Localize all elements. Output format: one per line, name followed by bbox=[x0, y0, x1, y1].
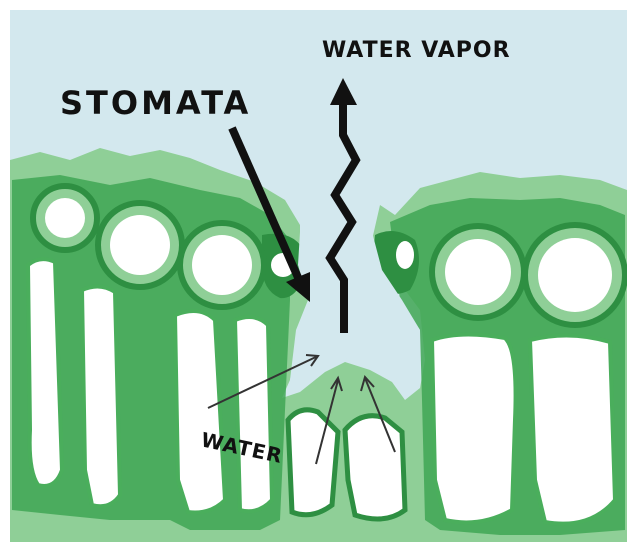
epidermis-cell bbox=[445, 239, 511, 305]
substomatal-cell bbox=[288, 410, 338, 515]
mesophyll-cell bbox=[28, 259, 62, 486]
water-vapor-label: WATER VAPOR bbox=[322, 38, 511, 63]
stomata-label: STOMATA bbox=[60, 84, 251, 122]
epidermis-cell bbox=[538, 238, 612, 312]
epidermis-cell bbox=[192, 235, 252, 295]
mesophyll-cell bbox=[235, 317, 272, 511]
guard-cell-right-interior bbox=[396, 241, 414, 269]
mesophyll-cell bbox=[175, 311, 225, 513]
mesophyll-cell bbox=[432, 334, 516, 522]
mesophyll-cell bbox=[530, 335, 615, 523]
epidermis-cell bbox=[45, 198, 85, 238]
substomatal-cell bbox=[345, 416, 405, 519]
epidermis-cell bbox=[110, 215, 170, 275]
mesophyll-cell bbox=[82, 286, 120, 506]
